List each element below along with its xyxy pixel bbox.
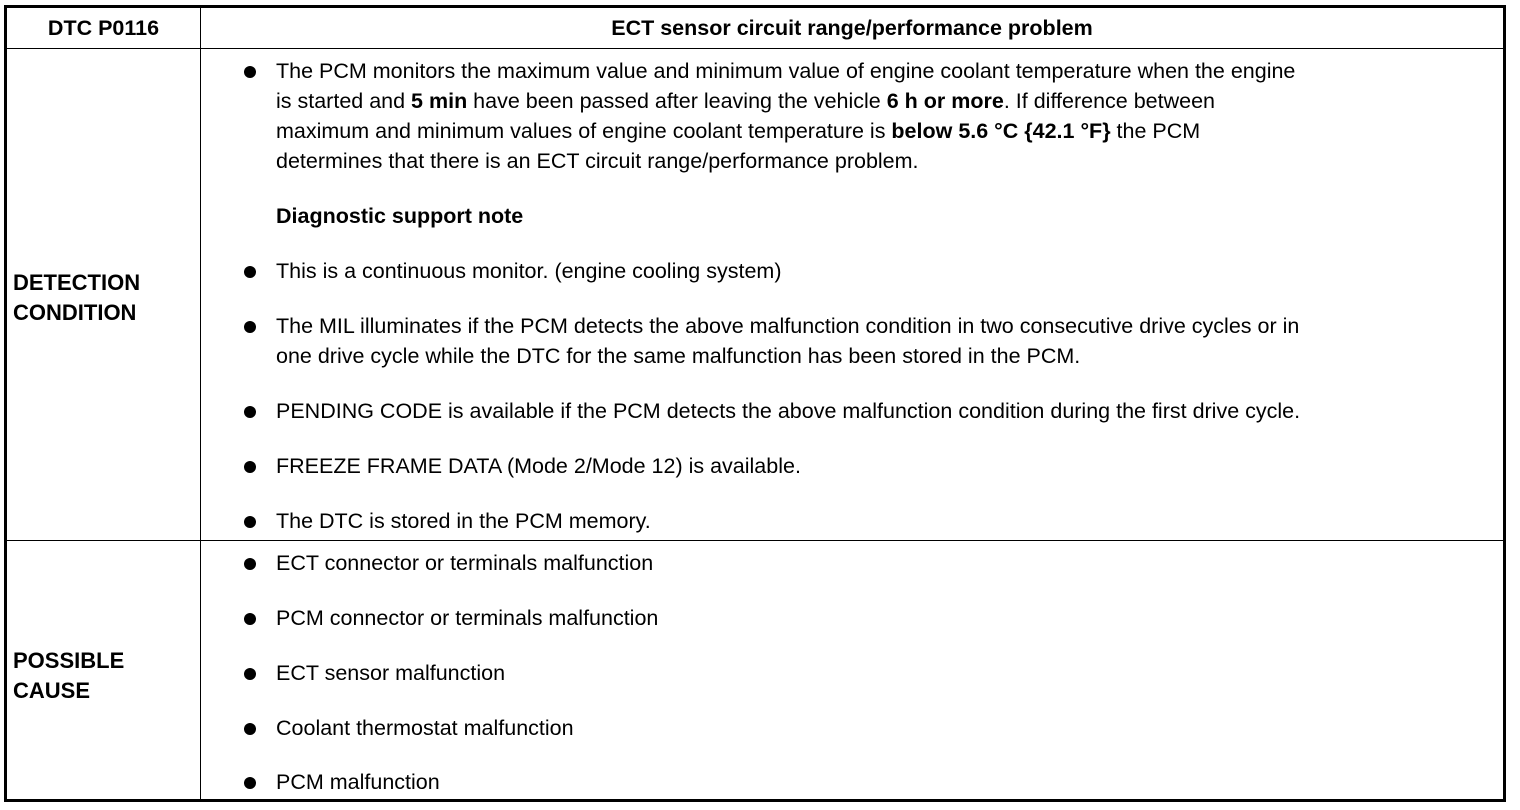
bullet-dot-icon <box>244 668 256 680</box>
bullet-dot-icon <box>244 266 256 278</box>
dtc-title-header: ECT sensor circuit range/performance pro… <box>611 15 1093 40</box>
cause-item: ECT connector or terminals malfunction <box>244 548 1484 578</box>
cause-item: ECT sensor malfunction <box>244 658 1484 688</box>
detection-item: PENDING CODE is available if the PCM det… <box>244 396 1484 426</box>
diagnostic-support-note-heading: Diagnostic support note <box>276 204 524 228</box>
cause-item: Coolant thermostat malfunction <box>244 713 1484 743</box>
detection-item: The MIL illuminates if the PCM detects t… <box>244 311 1484 371</box>
detection-item: This is a continuous monitor. (engine co… <box>244 256 1484 286</box>
cause-item: PCM malfunction <box>244 767 1484 797</box>
cause-item: PCM connector or terminals malfunction <box>244 603 1484 633</box>
bullet-dot-icon <box>244 613 256 625</box>
detection-main-bullet: The PCM monitors the maximum value and m… <box>244 56 1484 176</box>
header-row-divider <box>7 48 1503 49</box>
bullet-dot-icon <box>244 461 256 473</box>
bullet-dot-icon <box>244 321 256 333</box>
column-divider <box>200 8 201 799</box>
section-row-divider <box>7 540 1503 541</box>
detection-item: FREEZE FRAME DATA (Mode 2/Mode 12) is av… <box>244 451 1484 481</box>
bullet-dot-icon <box>244 777 256 789</box>
bullet-dot-icon <box>244 406 256 418</box>
bullet-dot-icon <box>244 516 256 528</box>
detection-item: The DTC is stored in the PCM memory. <box>244 506 1484 536</box>
bullet-dot-icon <box>244 558 256 570</box>
dtc-table: DTC P0116 ECT sensor circuit range/perfo… <box>4 5 1506 802</box>
possible-cause-label: POSSIBLE CAUSE <box>13 648 125 703</box>
dtc-code-header: DTC P0116 <box>47 15 160 40</box>
detection-condition-label: DETECTION CONDITION <box>13 270 141 325</box>
bullet-dot-icon <box>244 723 256 735</box>
bullet-dot-icon <box>244 66 256 78</box>
